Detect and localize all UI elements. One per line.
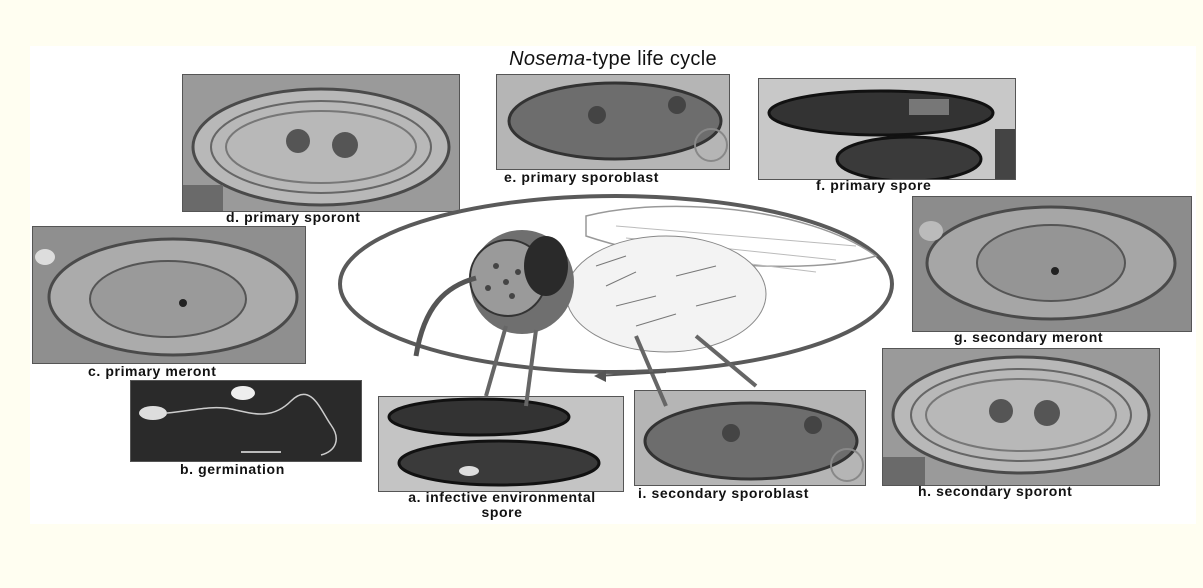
photo-secondary-sporont <box>882 348 1160 486</box>
photo-germination <box>130 380 362 462</box>
figure-panel: Nosema-type life cycle d. primary sporon… <box>30 46 1196 524</box>
caption-secondary-meront: g. secondary meront <box>954 330 1103 345</box>
photo-primary-spore <box>758 78 1016 180</box>
caption-secondary-sporoblast: i. secondary sporoblast <box>638 486 809 501</box>
photo-primary-sporoblast <box>496 74 730 170</box>
caption-infective-spore: a. infective environmental spore <box>380 490 624 520</box>
caption-primary-sporoblast: e. primary sporoblast <box>504 170 659 185</box>
caption-primary-meront: c. primary meront <box>88 364 216 379</box>
photo-secondary-meront <box>912 196 1192 332</box>
honeybee-illustration <box>336 186 896 426</box>
photo-primary-meront <box>32 226 306 364</box>
caption-secondary-sporont: h. secondary sporont <box>918 484 1072 499</box>
caption-germination: b. germination <box>180 462 285 477</box>
figure-title: Nosema-type life cycle <box>30 48 1196 71</box>
